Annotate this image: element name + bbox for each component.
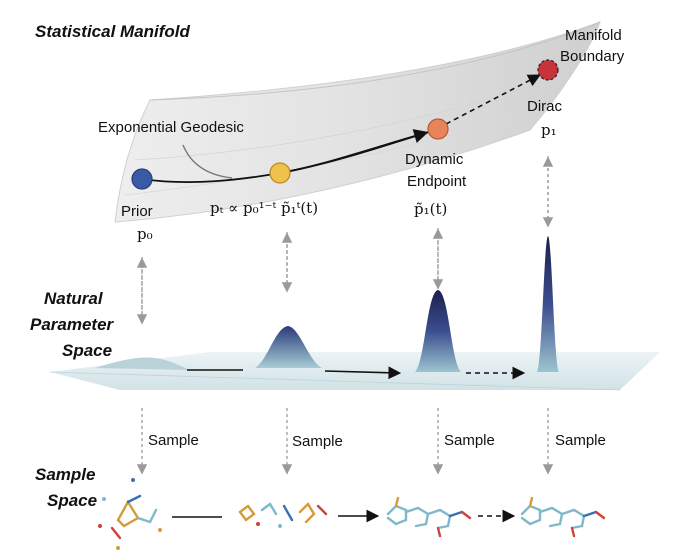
sample-label-endpoint: Sample (444, 432, 495, 449)
dirac-peak (537, 236, 559, 372)
section-title-natural-3: Space (62, 341, 113, 360)
sample-label-interp: Sample (292, 433, 343, 450)
interp-formula: pₜ ∝ p₀¹⁻ᵗ p̃₁ᵗ(t) (210, 199, 319, 217)
endpoint-label-2: Endpoint (407, 173, 467, 190)
manifold-boundary-label-2: Boundary (560, 48, 625, 65)
dirac-symbol: p₁ (541, 121, 557, 139)
prior-bump (95, 357, 190, 370)
dirac-label: Dirac (527, 98, 563, 115)
parameter-plane (49, 352, 660, 391)
endpoint-symbol: p̃₁(t) (414, 200, 448, 218)
geodesic-label: Exponential Geodesic (98, 119, 244, 136)
dirac-node (537, 59, 559, 81)
endpoint-node (427, 118, 449, 140)
projection-arrows (136, 156, 554, 325)
geodesic-pointer (182, 144, 233, 179)
manifold-boundary-label-1: Manifold (565, 27, 622, 44)
section-title-sample-1: Sample (35, 465, 96, 484)
plane-arrow-2 (324, 366, 402, 380)
dirac-molecule (520, 496, 606, 538)
sample-label-dirac: Sample (555, 432, 606, 449)
endpoint-peak (415, 290, 461, 372)
endpoint-label-1: Dynamic (405, 151, 464, 168)
manifold-surface (114, 21, 601, 223)
section-title-natural-1: Natural (44, 289, 103, 308)
prior-node (131, 168, 153, 190)
prior-molecule (98, 478, 162, 550)
geodesic-arrow-upper (279, 129, 429, 174)
prior-label: Prior (121, 203, 153, 220)
interp-molecule (238, 502, 328, 528)
section-title-manifold: Statistical Manifold (35, 22, 190, 41)
section-title-sample-2: Space (47, 491, 98, 510)
sample-label-prior: Sample (148, 432, 199, 449)
sample-arrows (136, 408, 554, 475)
interp-node (269, 162, 291, 184)
section-title-natural-2: Parameter (30, 315, 114, 334)
prior-symbol: p₀ (137, 225, 153, 243)
endpoint-molecule (386, 496, 472, 538)
interp-peak (255, 326, 322, 368)
